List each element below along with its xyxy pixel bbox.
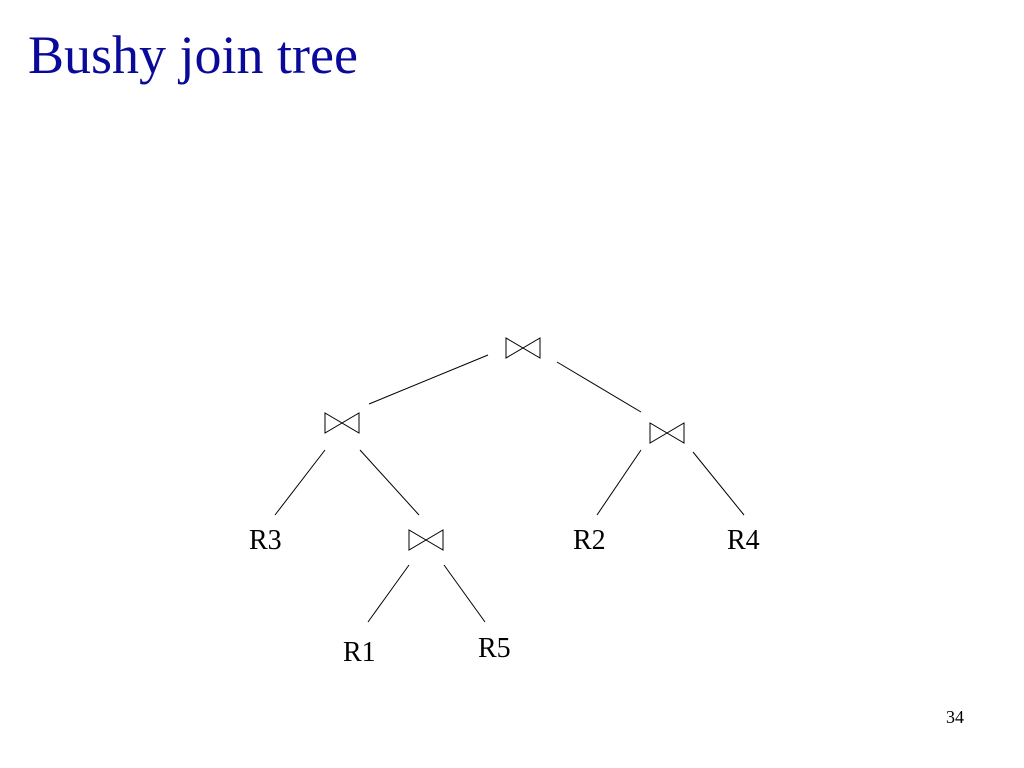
edge-lowerjoin-r1 bbox=[367, 564, 410, 623]
edge-left-lowerjoin bbox=[359, 449, 420, 516]
right-join-icon bbox=[649, 422, 685, 444]
edge-root-right bbox=[556, 361, 642, 413]
relation-r3-label: R3 bbox=[249, 525, 282, 556]
relation-r4-label: R4 bbox=[727, 525, 760, 556]
relation-r5-label: R5 bbox=[478, 633, 511, 664]
edge-root-left bbox=[368, 354, 489, 405]
relation-r2-label: R2 bbox=[573, 525, 606, 556]
edge-left-r3 bbox=[274, 449, 326, 516]
root-join-icon bbox=[505, 337, 541, 359]
edge-right-r4 bbox=[692, 451, 745, 516]
relation-r1-label: R1 bbox=[343, 637, 376, 668]
page-number: 34 bbox=[946, 707, 964, 727]
lower-join-icon bbox=[408, 529, 444, 551]
edge-right-r2 bbox=[596, 449, 642, 516]
slide-title: Bushy join tree bbox=[28, 25, 358, 85]
left-join-icon bbox=[324, 412, 360, 434]
edge-lowerjoin-r5 bbox=[443, 564, 486, 623]
